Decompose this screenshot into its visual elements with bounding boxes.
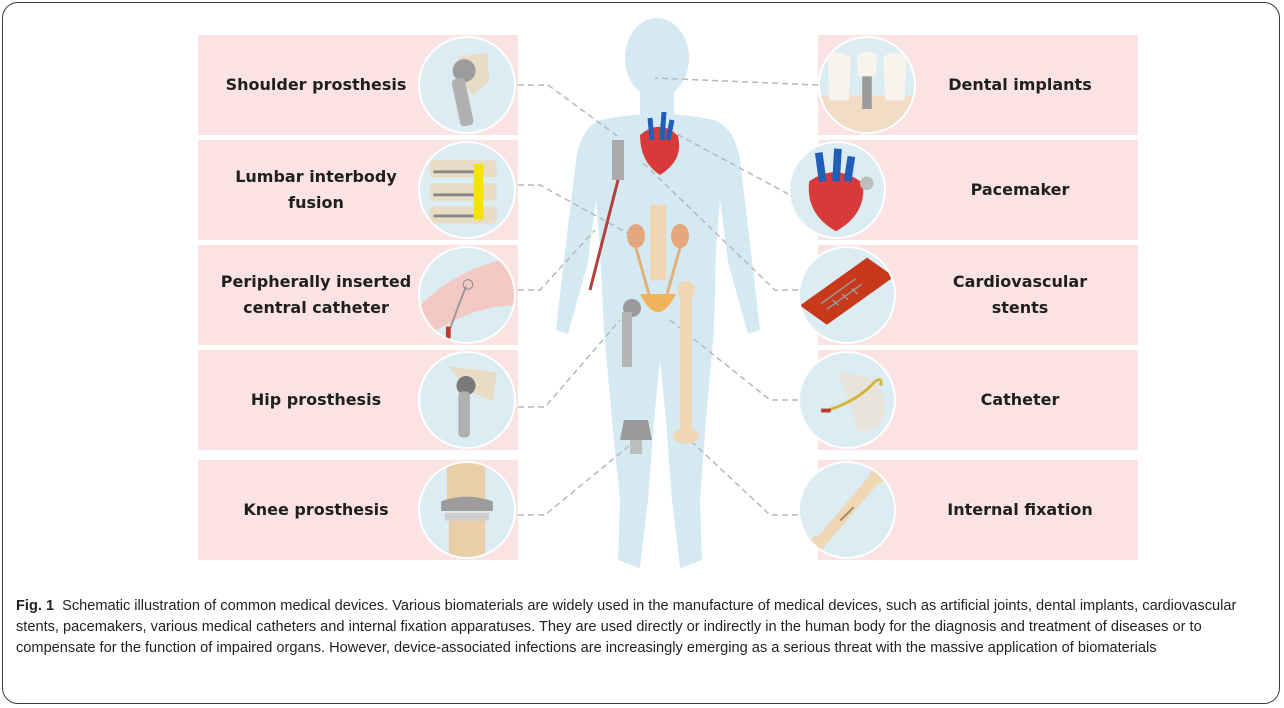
medical-devices-figure: Shoulder prosthesis Lumbar interbody fus…	[0, 0, 1284, 590]
lumbar-fusion-icon	[418, 141, 516, 239]
label-text: Catheter	[920, 387, 1120, 413]
hip-prosthesis-icon	[418, 351, 516, 449]
pacemaker-icon	[788, 141, 886, 239]
label-text: Hip prosthesis	[216, 387, 416, 413]
figure-label: Fig. 1	[16, 598, 54, 614]
label-text: Peripherally inserted central catheter	[216, 269, 416, 321]
label-text: Knee prosthesis	[216, 497, 416, 523]
bone-fixation-icon	[798, 461, 896, 559]
caption-text: Schematic illustration of common medical…	[16, 598, 1236, 656]
label-text: Lumbar interbody fusion	[216, 164, 416, 216]
label-text: Internal fixation	[920, 497, 1120, 523]
label-text: Pacemaker	[920, 177, 1120, 203]
body-silhouette	[556, 18, 760, 568]
catheter-icon	[798, 351, 896, 449]
picc-line-icon	[418, 246, 516, 344]
label-text: Cardiovascular stents	[920, 269, 1120, 321]
label-text: Shoulder prosthesis	[216, 72, 416, 98]
dental-implant-icon	[818, 36, 916, 134]
label-text: Dental implants	[920, 72, 1120, 98]
shoulder-prosthesis-icon	[418, 36, 516, 134]
stent-icon	[798, 246, 896, 344]
knee-prosthesis-icon	[418, 461, 516, 559]
